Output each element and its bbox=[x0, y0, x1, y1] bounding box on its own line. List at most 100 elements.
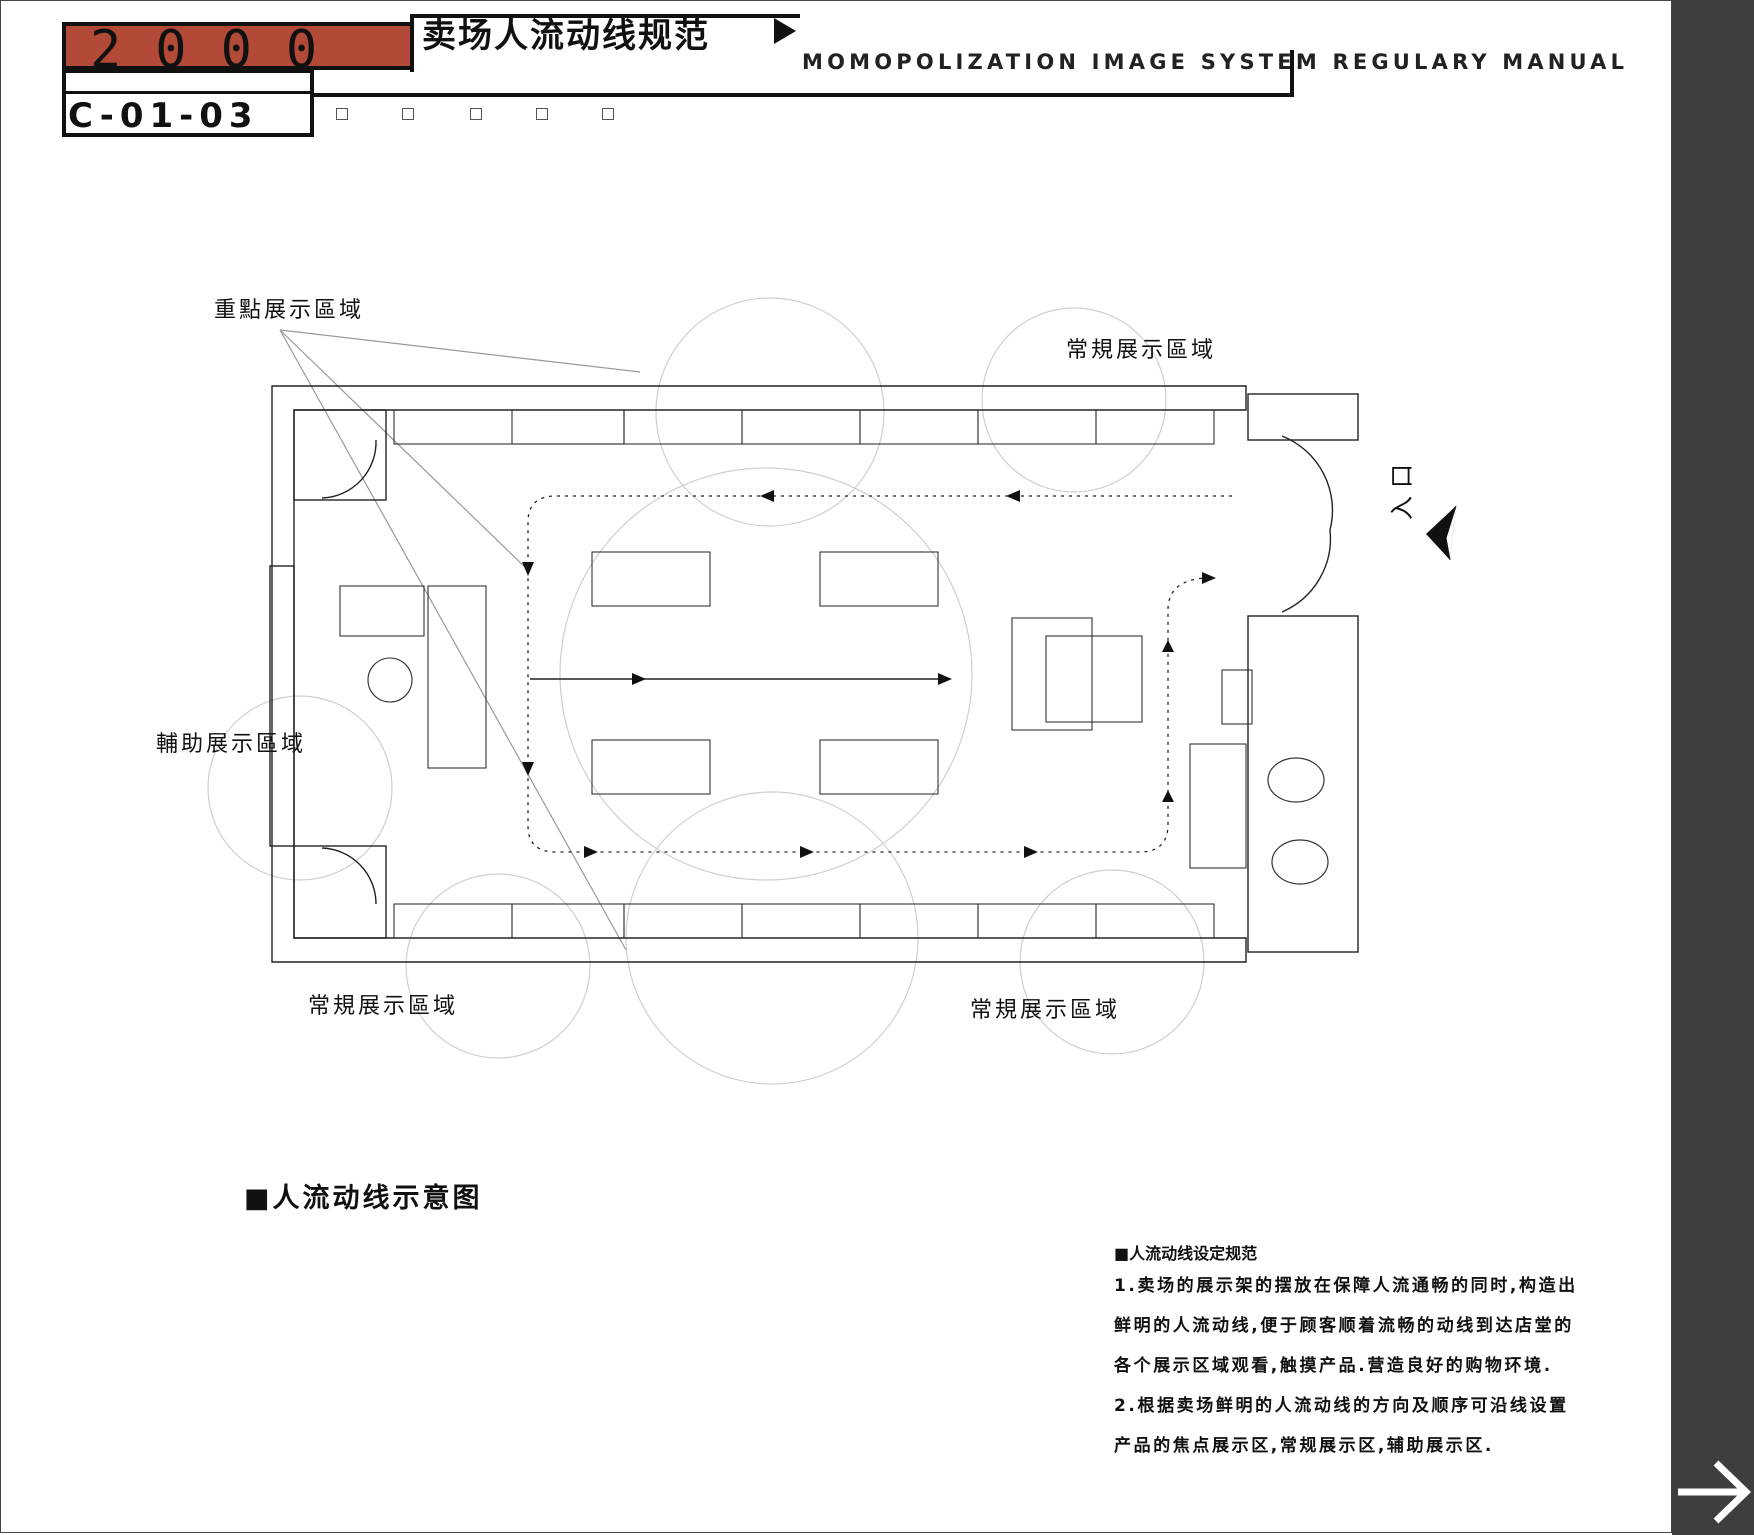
shelves-top bbox=[393, 409, 1215, 445]
door-swing bbox=[321, 847, 377, 905]
walls bbox=[269, 385, 1359, 963]
shelves-bottom bbox=[393, 903, 1215, 939]
header-rule bbox=[314, 93, 1294, 97]
wall-shelf bbox=[511, 409, 625, 445]
page-subtitle: MOMOPOLIZATION IMAGE SYSTEM REGULARY MAN… bbox=[802, 50, 1629, 74]
flow-arrows bbox=[522, 490, 1216, 858]
page-frame bbox=[0, 0, 1672, 1533]
wall-shelf bbox=[977, 409, 1097, 445]
header-rule bbox=[410, 14, 414, 72]
section-title: ■人流动线示意图 bbox=[244, 1183, 483, 1214]
page-code: C-01-03 bbox=[68, 96, 259, 136]
header-rule bbox=[62, 91, 314, 94]
checkout-area bbox=[1247, 615, 1359, 953]
display-table bbox=[819, 551, 939, 607]
header-rule bbox=[410, 14, 800, 18]
header-rule bbox=[62, 70, 314, 73]
notes-line: 各个展示区域观看,触摸产品.营造良好的购物环境. bbox=[1114, 1356, 1553, 1376]
notes-heading: ■人流动线设定规范 bbox=[1114, 1244, 1258, 1263]
customer-flow bbox=[527, 495, 1232, 853]
display-table bbox=[591, 551, 711, 607]
wall-shelf bbox=[393, 409, 625, 445]
zone-circle bbox=[559, 467, 973, 881]
people-figures bbox=[1267, 757, 1329, 885]
arrow-right-icon bbox=[632, 673, 646, 685]
arrow-right-icon bbox=[938, 673, 952, 685]
label-auxiliary-zone: 輔助展示區域 bbox=[156, 732, 307, 757]
leader-line bbox=[279, 329, 531, 573]
wall-shelf bbox=[1095, 409, 1215, 445]
zone-circle bbox=[405, 873, 591, 1059]
arrow-right-icon bbox=[800, 846, 814, 858]
label-regular-zone-bottom-right: 常規展示區域 bbox=[970, 998, 1121, 1023]
square-marker bbox=[402, 108, 414, 120]
arrow-left-icon bbox=[1006, 490, 1020, 502]
arrow-right-icon bbox=[584, 846, 598, 858]
arrow-down-icon bbox=[522, 762, 534, 776]
display-table bbox=[591, 739, 711, 795]
notes-line: 1.卖场的展示架的摆放在保障人流通畅的同时,构造出 bbox=[1114, 1276, 1578, 1296]
notes-line: 产品的焦点展示区,常规展示区,辅助展示区. bbox=[1114, 1436, 1494, 1456]
outer-wall bbox=[271, 385, 1247, 963]
notes-line: 鲜明的人流动线,便于顾客顺着流畅的动线到达店堂的 bbox=[1114, 1316, 1574, 1336]
storage-room bbox=[293, 845, 387, 939]
wall-shelf bbox=[859, 903, 979, 939]
wall-shelf bbox=[1095, 903, 1215, 939]
flow-path-dashed bbox=[527, 495, 1232, 853]
counter bbox=[1189, 743, 1247, 869]
computer-desk bbox=[339, 585, 425, 637]
header-rule bbox=[1290, 50, 1294, 97]
door-swing bbox=[1281, 435, 1334, 531]
square-marker bbox=[470, 108, 482, 120]
zone-circles bbox=[207, 297, 1205, 1085]
leader-line bbox=[279, 329, 641, 373]
door-swing bbox=[1281, 529, 1332, 613]
side-wall bbox=[269, 565, 295, 847]
label-regular-zone-bottom-left: 常規展示區域 bbox=[308, 994, 459, 1019]
wall-shelf bbox=[623, 903, 743, 939]
entrance-pillar bbox=[1247, 393, 1359, 441]
arrow-right-icon bbox=[1024, 846, 1038, 858]
zone-circle bbox=[981, 307, 1167, 493]
header-rule bbox=[62, 133, 314, 137]
square-marker bbox=[536, 108, 548, 120]
square-marker bbox=[336, 108, 348, 120]
chair bbox=[367, 657, 413, 703]
arrow-right-icon bbox=[1202, 572, 1216, 584]
arrow-up-icon bbox=[1162, 640, 1174, 652]
leader-line bbox=[279, 329, 627, 951]
display-table bbox=[819, 739, 939, 795]
central-display bbox=[1011, 617, 1093, 731]
counter bbox=[1221, 669, 1253, 725]
central-display bbox=[1045, 635, 1143, 723]
header-rule bbox=[62, 70, 66, 136]
door-swing bbox=[321, 439, 377, 499]
wall-shelf bbox=[511, 903, 625, 939]
wall-shelf bbox=[741, 409, 861, 445]
notes-block: ■人流动线设定规范 1.卖场的展示架的摆放在保障人流通畅的同时,构造出 鲜明的人… bbox=[1114, 1240, 1654, 1466]
notes-line: 2.根据卖场鲜明的人流动线的方向及顺序可沿线设置 bbox=[1114, 1396, 1569, 1416]
zone-circle bbox=[207, 695, 393, 881]
entrance-marker-icon bbox=[1426, 505, 1457, 561]
label-entrance: 入口 bbox=[1388, 456, 1416, 520]
fitting-room bbox=[293, 409, 387, 501]
side-bar bbox=[1672, 0, 1754, 1535]
wall-shelf bbox=[623, 409, 743, 445]
display-tables bbox=[339, 551, 1253, 869]
label-focus-zone: 重點展示區域 bbox=[214, 298, 365, 323]
label-regular-zone-top: 常規展示區域 bbox=[1066, 338, 1217, 363]
arrow-right-icon[interactable] bbox=[1672, 1455, 1754, 1529]
triangle-right-icon bbox=[774, 18, 796, 44]
arrow-down-icon bbox=[522, 562, 534, 576]
zone-circle bbox=[655, 297, 885, 527]
arrow-left-icon bbox=[760, 490, 774, 502]
arrow-up-icon bbox=[1162, 790, 1174, 802]
square-marker bbox=[602, 108, 614, 120]
page-title: 卖场人流动线规范 bbox=[422, 16, 710, 56]
cashier-counter bbox=[427, 585, 487, 769]
person-figure bbox=[1271, 839, 1329, 885]
leader-lines bbox=[279, 329, 641, 951]
header-rule bbox=[310, 70, 314, 137]
wall-shelf bbox=[859, 409, 979, 445]
